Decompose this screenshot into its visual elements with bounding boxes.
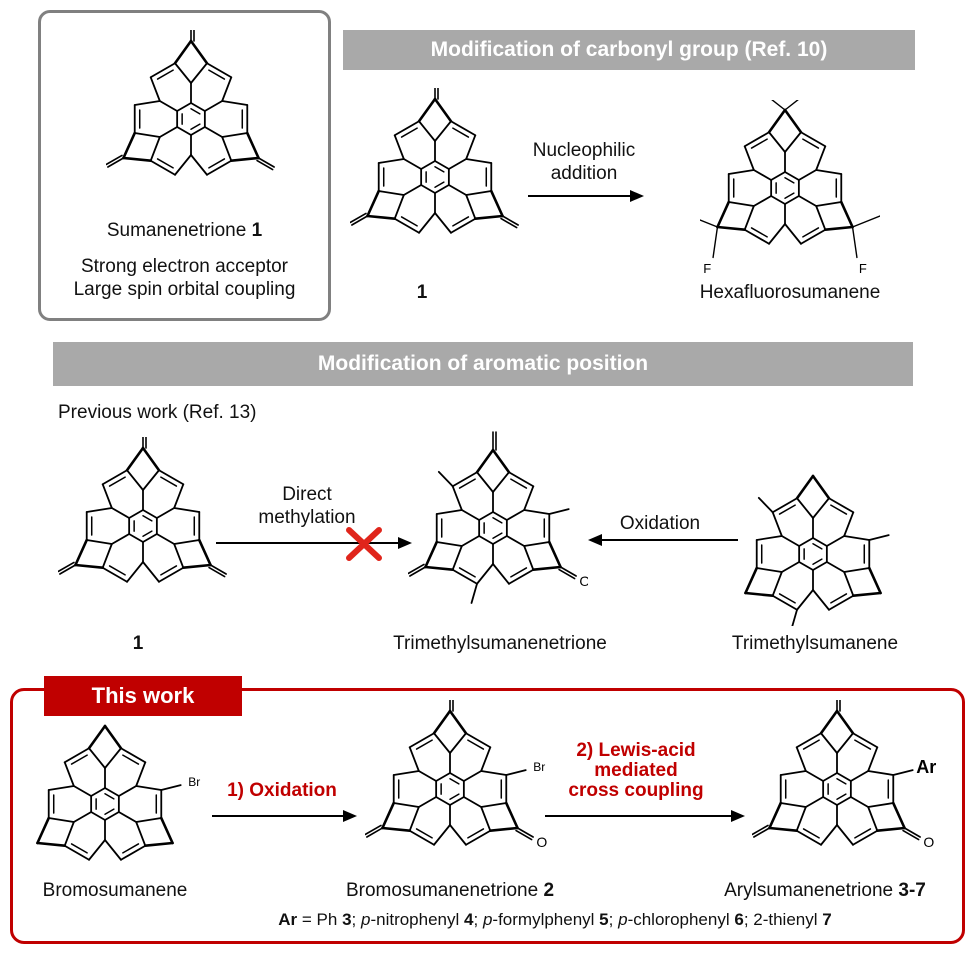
aryl-def-n3: 3 — [342, 910, 352, 929]
aryl-def-n7: 7 — [822, 910, 832, 929]
nucleophilic-addition-line2: addition — [550, 162, 618, 184]
bromosumanene-structure: Br — [36, 724, 200, 861]
aryl-def-para2: p — [482, 910, 493, 929]
direct-methylation-line1: Direct — [282, 484, 332, 505]
direct-methylation-line2: methylation — [258, 506, 356, 528]
aryl-def-p2: ; — [473, 910, 483, 929]
sumanenetrione-structure: OOO — [106, 30, 275, 176]
oxidation-step-label: 1) Oxidation — [227, 780, 337, 801]
bromosumanenetrione-label: Bromosumanenetrione 2 — [300, 880, 600, 903]
aryl-def-n4: 4 — [464, 910, 474, 929]
hexafluorosumanene-label: Hexafluorosumanene — [699, 282, 881, 303]
arylsumanenetrione-name: Arylsumanenetrione — [724, 880, 894, 901]
nucleophilic-addition-line1: Nucleophilic — [532, 140, 636, 161]
svg-text:Br: Br — [188, 775, 200, 789]
carbonyl-start-structure: OOO — [350, 88, 519, 234]
carbonyl-section-banner: Modification of carbonyl group (Ref. 10) — [343, 30, 915, 70]
aryl-def-n6: 6 — [734, 910, 744, 929]
previous-work-start-structure: OOO — [58, 437, 227, 583]
trimethylsumanene-structure — [744, 474, 890, 626]
svg-text:O: O — [923, 834, 934, 850]
this-work-tab: This work — [44, 676, 242, 716]
sumanenetrione-caption: Sumanenetrione 1 — [41, 220, 328, 243]
cross-coupling-step-arrow — [545, 810, 745, 822]
trimethylsumanenetrione-label: Trimethylsumanenetrione — [393, 633, 607, 654]
cross-coupling-line1: 2) Lewis-acid — [576, 740, 696, 761]
oxidation-arrow — [588, 534, 738, 546]
cross-coupling-step-label: 2) Lewis-acid mediated cross coupling — [536, 741, 736, 801]
cross-coupling-line3: cross coupling — [568, 779, 704, 801]
aryl-def-p1: ; — [351, 910, 361, 929]
this-work-box — [10, 688, 965, 944]
sumanenetrione-highlight-box — [38, 10, 331, 321]
aryl-def-nitro: -nitrophenyl — [370, 910, 465, 929]
svg-text:F: F — [703, 261, 711, 276]
arylsumanenetrione-label: Arylsumanenetrione 3-7 — [690, 880, 960, 903]
aryl-def-p3: ; — [608, 910, 619, 929]
direct-methylation-label: Direct methylation — [222, 484, 392, 530]
bromosumanenetrione-name: Bromosumanenetrione — [345, 880, 539, 901]
bromosumanene-label: Bromosumanene — [42, 880, 188, 901]
arylsumanenetrione-structure: OOOAr — [752, 700, 936, 850]
aryl-def-para1: p — [360, 910, 371, 929]
aryl-def-para3: p — [618, 910, 628, 929]
aryl-def-chloro: -chlorophenyl — [627, 910, 735, 929]
aryl-definition: Ar = Ph 3; p-nitrophenyl 4; p-formylphen… — [160, 910, 950, 930]
svg-text:F: F — [859, 261, 867, 276]
svg-text:O: O — [536, 834, 547, 850]
sumanenetrione-property-2: Large spin orbital coupling — [73, 279, 296, 300]
sumanenetrione-property-1: Strong electron acceptor — [80, 256, 288, 277]
previous-work-label: Previous work (Ref. 13) — [58, 402, 257, 423]
oxidation-label: Oxidation — [619, 513, 701, 534]
sumanenetrione-name: Sumanenetrione — [106, 220, 247, 241]
aryl-symbol: Ar — [278, 910, 298, 929]
failed-reaction-cross-icon — [346, 527, 382, 561]
aryl-def-eq: = Ph — [297, 910, 343, 929]
bromosumanenetrione-structure: OOOBr — [365, 700, 547, 850]
hexafluorosumanene-structure: FFFFFF — [700, 100, 880, 276]
trimethylsumanenetrione-structure: OOO — [408, 431, 588, 604]
nucleophilic-addition-label: Nucleophilic addition — [520, 140, 648, 186]
arylsumanenetrione-number: 3-7 — [898, 880, 926, 901]
aromatic-section-banner: Modification of aromatic position — [53, 342, 913, 386]
svg-text:O: O — [579, 573, 588, 589]
aryl-def-formyl: -formylphenyl — [492, 910, 600, 929]
sumanenetrione-number: 1 — [251, 220, 263, 241]
svg-text:Ar: Ar — [916, 757, 936, 777]
previous-work-start-label: 1 — [132, 633, 144, 654]
carbonyl-start-label: 1 — [416, 282, 428, 303]
nucleophilic-addition-arrow — [528, 190, 644, 202]
trimethylsumanene-label: Trimethylsumanene — [731, 633, 899, 654]
oxidation-step-arrow — [212, 810, 357, 822]
bromosumanenetrione-number: 2 — [543, 880, 555, 901]
aryl-def-thienyl: ; 2-thienyl — [743, 910, 823, 929]
svg-text:Br: Br — [533, 760, 545, 774]
aryl-def-n5: 5 — [599, 910, 609, 929]
cross-coupling-line2: mediated — [594, 759, 678, 781]
